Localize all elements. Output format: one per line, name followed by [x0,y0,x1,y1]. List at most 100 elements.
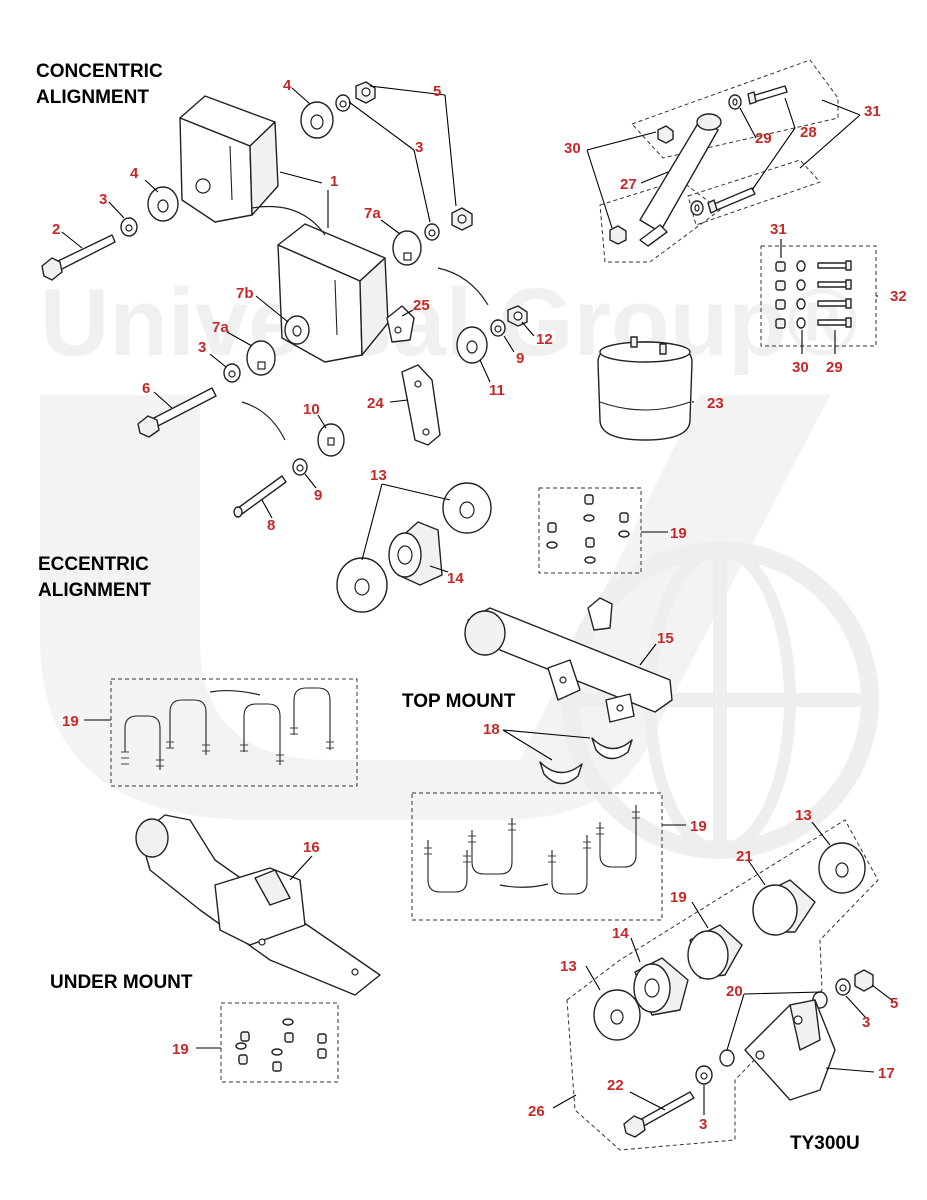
callout-10: 10 [303,401,320,418]
callout-17: 17 [878,1065,895,1082]
under-mount-beam-16 [135,814,381,996]
shim-18-left [539,761,583,785]
callout-19-a: 19 [670,525,687,542]
bushing-14 [388,521,443,586]
strap-25 [401,364,441,446]
callout-8: 8 [267,517,275,534]
washer-30-upper [728,94,742,110]
callout-1: 1 [330,173,338,190]
heading-top-mount: TOP MOUNT [402,691,516,712]
sleeve-21-lower [719,1049,735,1067]
nut-12 [507,305,528,327]
callout-24: 23 [707,395,724,412]
washer-11 [456,326,488,364]
arc-3 [241,401,286,441]
watermark-u-shape [40,395,830,820]
callout-7a-lower: 7a [212,319,229,336]
kit-33-nuts [775,261,786,329]
bolt-23 [623,1091,695,1138]
callout-12: 12 [536,331,553,348]
nut-31-lower [609,225,627,245]
ubolt-kit-19-right [411,792,663,921]
callout-5-a: 5 [433,83,441,100]
bushing-20 [687,924,743,980]
shim-18-right [591,737,633,760]
top-mount-beam-15 [464,597,673,723]
hardware-kit-19-bottom [220,1002,339,1083]
callout-7b: 7b [236,285,254,302]
nut-5-upper [355,81,376,104]
bracket-17 [744,999,836,1101]
callout-4-a: 4 [283,77,292,94]
heading-concentric-line1: CONCENTRIC [36,61,163,82]
callout-9-lower: 9 [314,487,322,504]
heading-concentric-line2: ALIGNMENT [36,87,149,108]
callout-28: 27 [620,176,637,193]
callout-30-a: 29 [755,130,772,147]
callout-3-b: 3 [415,139,423,156]
callout-13-b: 13 [795,807,812,824]
eccentric-washer-7a-upper [392,230,422,266]
callout-13-a: 13 [370,467,387,484]
callout-25: 24 [367,395,384,412]
callout-2: 2 [52,221,60,238]
eccentric-washer-7a-lower [246,340,276,376]
ubolt-kit-19-left [110,678,358,787]
callout-5-b: 5 [890,995,898,1012]
watermark-logo: Universal Group® [40,269,879,859]
callout-15: 15 [657,630,674,647]
hardware-kit-19-top [538,487,642,574]
callout-3-a: 3 [99,191,107,208]
heading-eccentric-line2: ALIGNMENT [38,580,151,601]
callout-29-b: 29 [826,359,843,376]
heading-eccentric-line1: ECCENTRIC [38,554,149,575]
shock-kit-box [599,59,839,263]
callout-23: 22 [607,1077,624,1094]
callout-16: 16 [303,839,320,856]
bracket-26 [386,305,415,343]
bushing-14-kit [633,957,689,1016]
bushing-22 [752,879,816,936]
arc-1 [251,205,326,236]
bolt-6 [137,387,217,438]
washer-9-upper [490,319,506,337]
bushing-kit-27 [566,819,879,1151]
callout-32: 31 [864,103,881,120]
callout-14-b: 14 [612,925,629,942]
callout-3-d: 3 [862,1014,870,1031]
washer-4-upper [300,101,334,139]
washer-3-left [120,217,138,237]
leader-lines [61,85,894,1115]
bolt-2 [41,234,116,281]
watermark-text: Universal Group® [40,269,858,376]
nut-5-kit [854,969,874,992]
callout-3-c: 3 [198,339,206,356]
nut-31-upper [657,125,674,144]
washer-9-lower [292,458,308,476]
washer-13-right [442,482,492,534]
callout-9-upper: 9 [516,350,524,367]
heading-under-mount: UNDER MOUNT [50,972,193,993]
kit-33-washers [796,260,806,329]
washer-3-right [424,223,440,241]
callout-33: 32 [890,288,907,305]
callout-31-b: 31 [770,221,787,238]
callout-26: 25 [413,297,430,314]
kit-code: TY300U [790,1133,860,1154]
callout-29-a: 28 [800,124,817,141]
callout-3-e: 3 [699,1116,707,1133]
eccentric-washer-7b [284,315,310,345]
callout-14-a: 14 [447,570,464,587]
callout-31-a: 30 [564,140,581,157]
callout-18: 18 [483,721,500,738]
washer-4-left [147,186,179,222]
washer-3-kit-right [835,978,851,996]
washer-13-kit-upper [818,842,866,894]
bolt-29-lower [707,187,756,214]
shock-absorber-28 [639,113,722,247]
callout-13-c: 13 [560,958,577,975]
washer-3-kit-lower [695,1065,713,1085]
hanger-bracket-upper [179,95,279,223]
washer-3-lower [223,363,241,383]
